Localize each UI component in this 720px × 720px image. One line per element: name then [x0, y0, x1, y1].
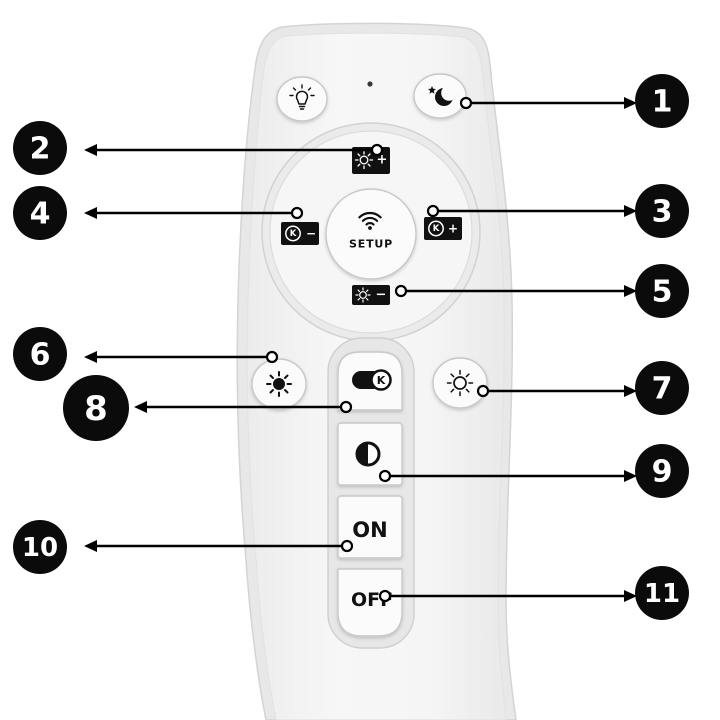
on-label: ON — [352, 518, 387, 542]
indicator-dot — [367, 81, 373, 87]
callout-badge — [63, 375, 129, 441]
arrowhead — [84, 144, 97, 156]
callout-badge — [635, 444, 689, 498]
callout-4: 4 — [13, 186, 304, 240]
arrowhead — [624, 205, 637, 217]
bulb-button — [276, 76, 328, 122]
setup-label: SETUP — [349, 238, 393, 251]
arrowhead — [624, 385, 637, 397]
callout-2: 2 — [13, 121, 384, 175]
arrowhead — [84, 540, 97, 552]
color-temp-down-key: K − — [281, 222, 319, 245]
anchor-dot — [370, 143, 384, 157]
color-temp-up-key: K + — [424, 217, 462, 240]
remote-control: + − — [236, 22, 517, 720]
callout-badge — [635, 74, 689, 128]
setup-button-face — [325, 188, 417, 280]
anchor-dot — [394, 284, 408, 298]
callout-number: 3 — [652, 195, 673, 230]
minus-sign: − — [376, 288, 387, 303]
control-pad: + − — [261, 122, 481, 342]
anchor-dot — [476, 384, 490, 398]
arrowhead — [134, 401, 147, 413]
setup-button: SETUP — [325, 188, 417, 280]
anchor-dot — [378, 469, 392, 483]
callout-11: 11 — [378, 566, 689, 620]
bulb-icon — [289, 84, 315, 110]
anchor-dot — [290, 206, 304, 220]
callout-number: 9 — [652, 455, 673, 490]
button-column: K ON OFF — [327, 337, 415, 649]
anchor-dot — [378, 589, 392, 603]
callout-badge — [635, 361, 689, 415]
off-button-face — [337, 568, 403, 637]
anchor-dot — [459, 96, 473, 110]
sun-filled-icon — [266, 371, 292, 397]
minus-sign: − — [306, 227, 316, 241]
callout-1: 1 — [459, 74, 689, 128]
callout-badge — [13, 327, 67, 381]
on-button-face — [337, 495, 403, 559]
callout-badge — [635, 184, 689, 238]
anchor-dot — [339, 400, 353, 414]
callout-number: 2 — [30, 132, 51, 167]
kelvin-symbol: K — [433, 224, 440, 234]
arrowhead — [624, 97, 637, 109]
callout-3: 3 — [426, 184, 689, 238]
moon-star-icon — [428, 85, 457, 106]
kelvin-toggle-icon: K — [352, 369, 392, 391]
off-button: OFF — [337, 568, 403, 637]
sun-outline-button-face — [432, 357, 488, 409]
callout-badge — [635, 264, 689, 318]
callout-number: 6 — [30, 338, 51, 373]
callout-10: 10 — [13, 520, 354, 574]
brightness-down-key: − — [352, 285, 390, 305]
callout-number: 7 — [652, 372, 673, 407]
bulb-button-face — [276, 76, 328, 122]
on-button: ON — [337, 495, 403, 559]
callout-5: 5 — [394, 264, 689, 318]
callout-8: 8 — [63, 375, 353, 441]
moon-button — [413, 73, 467, 119]
callouts: 1 2 3 4 5 — [13, 74, 689, 620]
arrowhead — [624, 470, 637, 482]
arrowhead — [84, 351, 97, 363]
callout-number: 5 — [652, 275, 673, 310]
sun-filled-button — [251, 358, 307, 410]
callout-badge — [635, 566, 689, 620]
wifi-icon — [358, 211, 382, 230]
half-circle-button — [337, 422, 403, 486]
plus-sign: + — [377, 153, 388, 168]
callout-number: 1 — [652, 85, 673, 120]
kelvin-toggle-button: K — [337, 351, 403, 411]
callout-number: 11 — [644, 579, 680, 609]
callout-6: 6 — [13, 327, 279, 381]
sun-minus-icon — [352, 285, 390, 305]
callout-number: 10 — [22, 533, 58, 563]
sun-outline-button — [432, 357, 488, 409]
anchor-dot — [265, 350, 279, 364]
callout-9: 9 — [378, 444, 689, 498]
half-circle-icon — [355, 441, 381, 467]
arrowhead — [624, 590, 637, 602]
kelvin-symbol: K — [377, 374, 386, 387]
arrowhead — [624, 285, 637, 297]
sun-outline-icon — [446, 369, 474, 397]
anchor-dot — [426, 204, 440, 218]
callout-number: 8 — [84, 389, 108, 429]
plus-sign: + — [448, 222, 458, 236]
anchor-dot — [340, 539, 354, 553]
arrowhead — [84, 207, 97, 219]
callout-badge — [13, 121, 67, 175]
callout-7: 7 — [476, 361, 689, 415]
callout-number: 4 — [30, 197, 51, 232]
callout-badge — [13, 520, 67, 574]
callout-badge — [13, 186, 67, 240]
kelvin-symbol: K — [290, 229, 297, 239]
